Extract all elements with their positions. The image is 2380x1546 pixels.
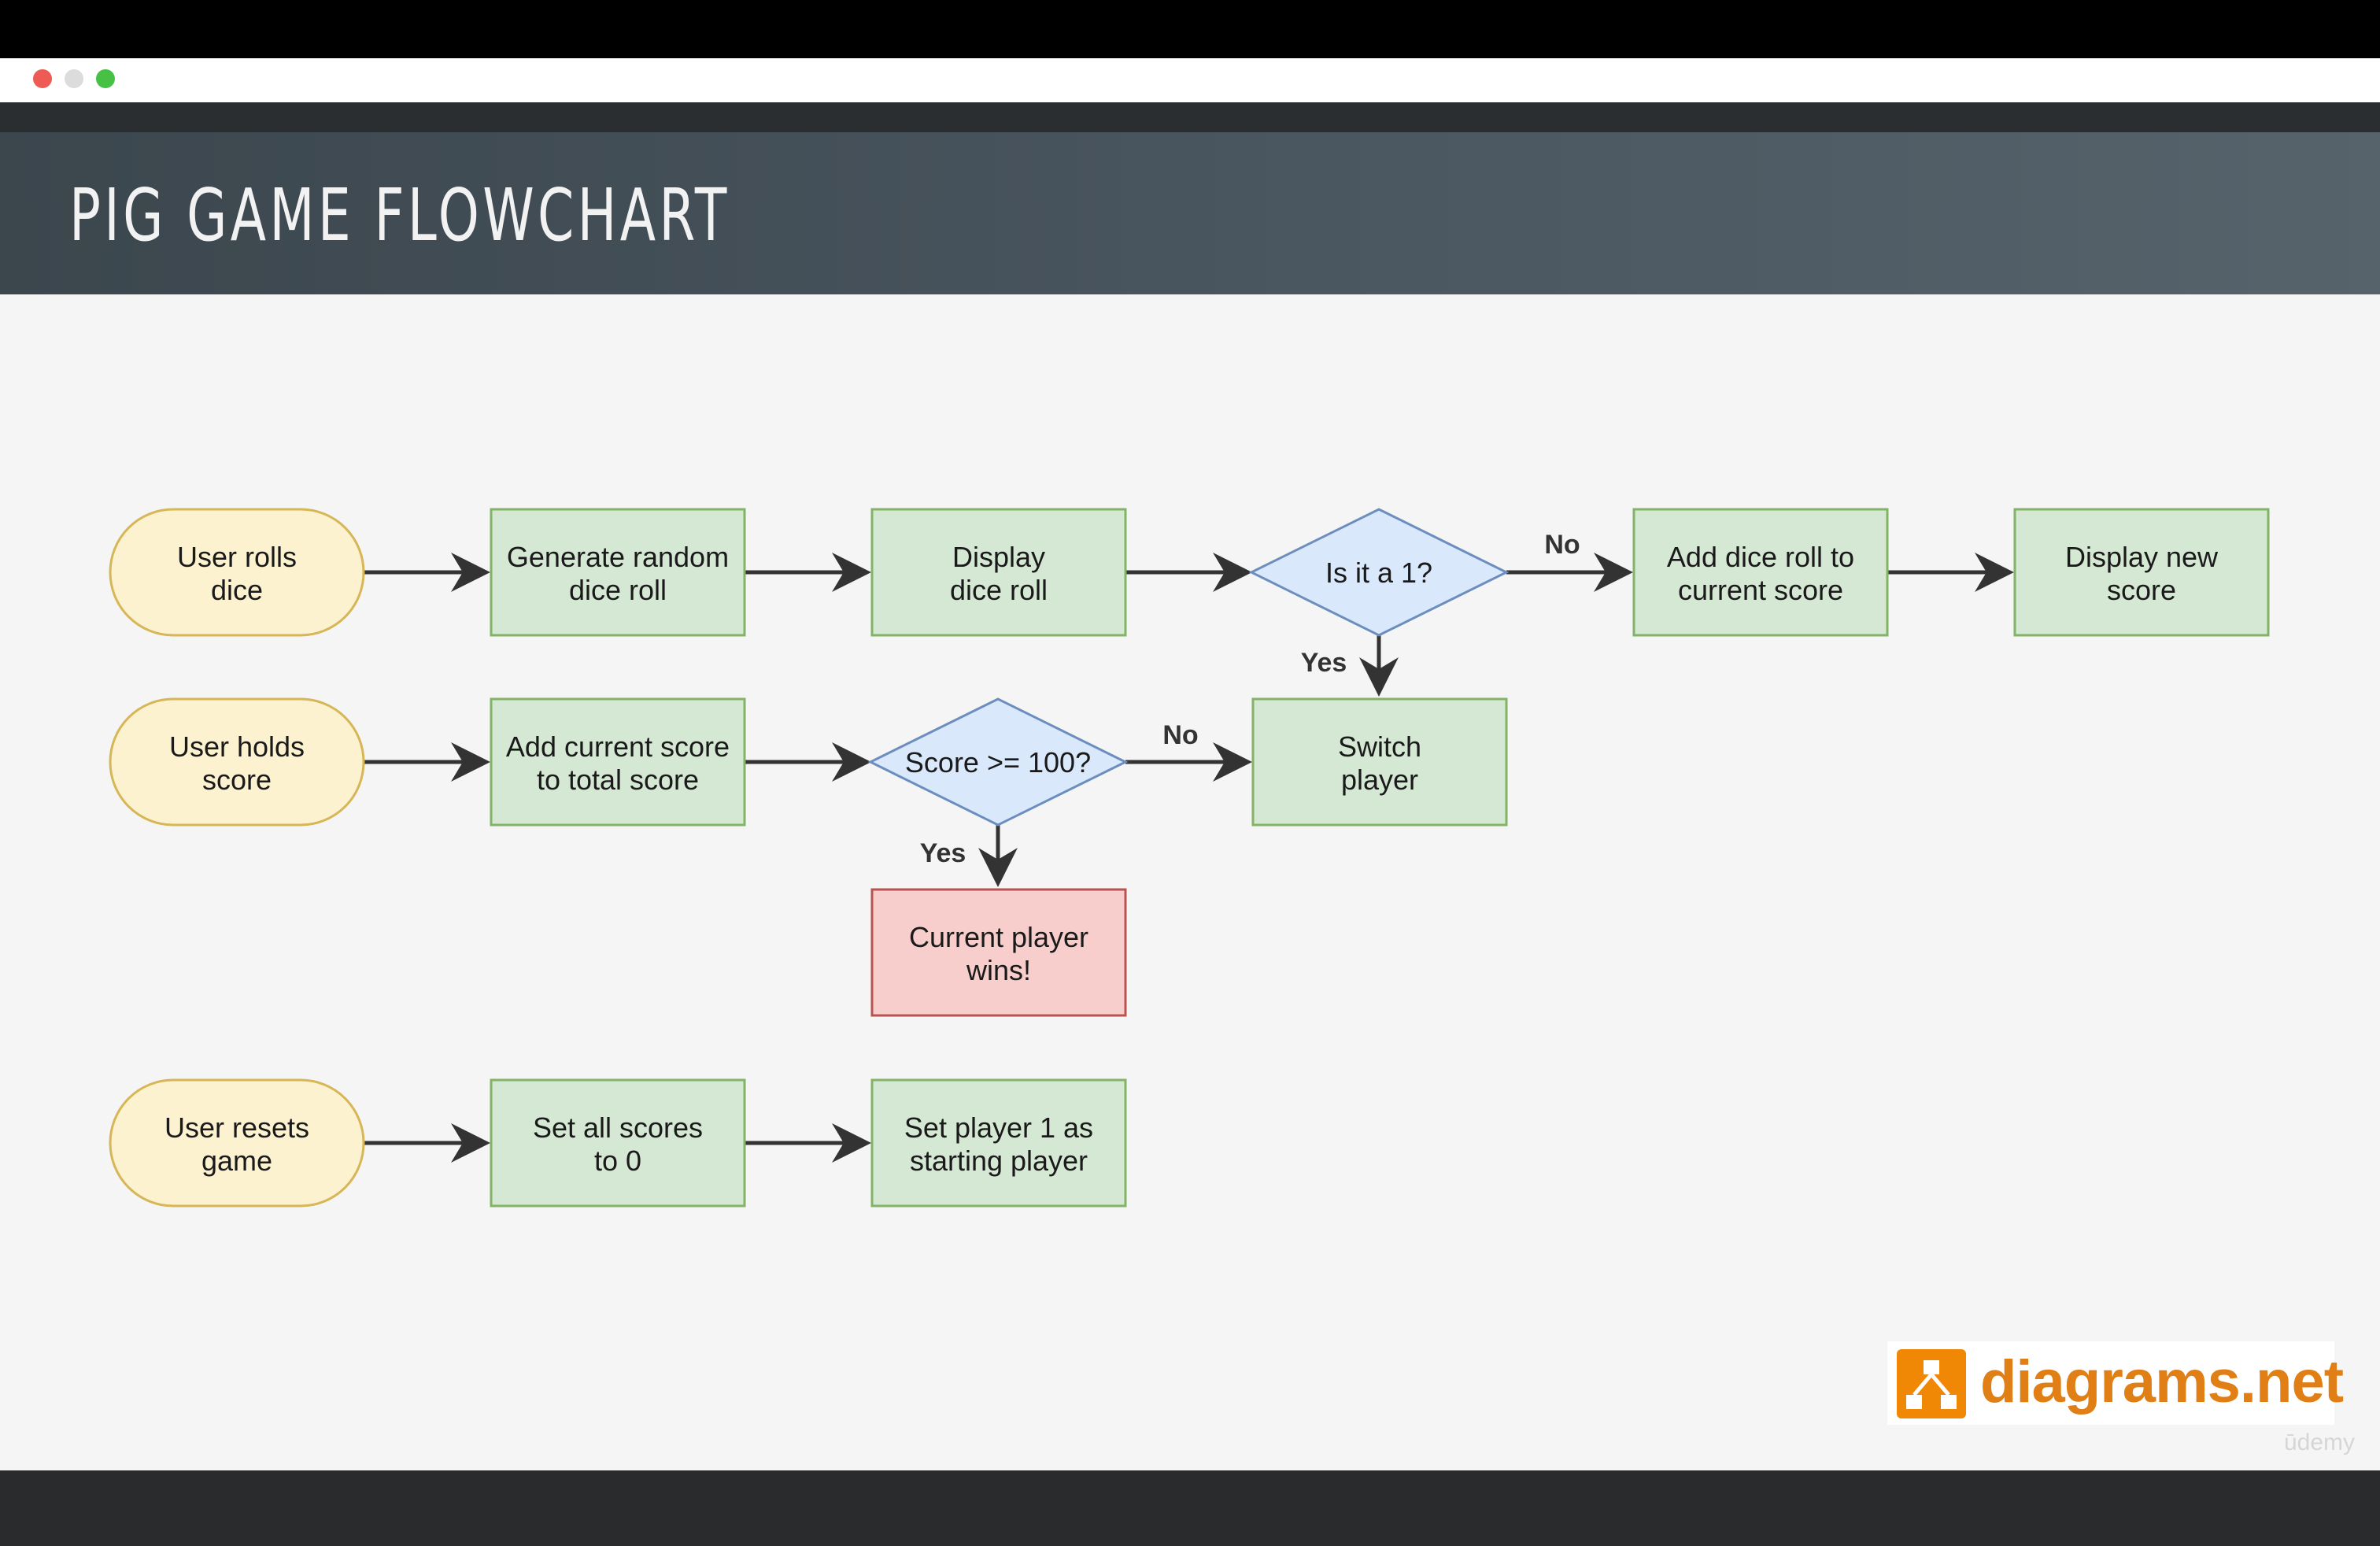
slide-body — [0, 294, 2380, 1470]
node-label-line: dice roll — [569, 574, 667, 606]
node-label-line: User holds — [169, 730, 305, 763]
node-label-line: User resets — [164, 1111, 309, 1144]
slide-header: Pig Game Flowchart — [0, 132, 2380, 294]
edge-label-is-one-yes: Yes — [1301, 648, 1347, 678]
node-label-line: score — [2107, 574, 2176, 606]
minimize-window-button[interactable] — [65, 69, 83, 88]
node-label-line: wins! — [966, 954, 1031, 986]
logo-text: diagrams.net — [1980, 1348, 2344, 1415]
node-set-all-scores-to-0: Set all scores to 0 — [490, 1078, 746, 1208]
node-label-line: Current player — [909, 921, 1088, 953]
node-decision-is-it-a-1: Is it a 1? — [1248, 508, 1510, 637]
node-add-current-score-to-total: Add current score to total score — [490, 697, 746, 827]
udemy-watermark: ūdemy — [2284, 1429, 2356, 1455]
node-label-line: dice — [211, 574, 263, 606]
node-label-line: Display — [952, 541, 1045, 573]
window-titlebar — [0, 58, 2380, 102]
node-display-dice-roll: Display dice roll — [870, 508, 1127, 637]
node-label-line: dice roll — [950, 574, 1048, 606]
edge-label-is-one-no: No — [1544, 530, 1580, 560]
node-label-line: Display new — [2065, 541, 2219, 573]
node-label-line: Is it a 1? — [1325, 557, 1432, 589]
node-switch-player: Switch player — [1251, 697, 1508, 827]
node-generate-random-dice-roll: Generate random dice roll — [490, 508, 746, 637]
node-label-line: game — [201, 1145, 272, 1177]
node-add-dice-roll-to-current-score: Add dice roll to current score — [1632, 508, 1889, 637]
diagrams-net-logo: diagrams.net — [1887, 1341, 2344, 1425]
flowchart-edges — [364, 553, 2014, 1163]
node-label-line: to total score — [537, 764, 699, 796]
node-label-line: Set player 1 as — [904, 1111, 1093, 1144]
node-current-player-wins: Current player wins! — [870, 888, 1127, 1017]
close-window-button[interactable] — [33, 69, 52, 88]
node-label-line: score — [202, 764, 272, 796]
node-label-line: Add current score — [506, 730, 730, 763]
bottom-bar — [0, 1470, 2380, 1546]
node-label-line: to 0 — [594, 1145, 641, 1177]
node-decision-score-100: Score >= 100? — [867, 697, 1129, 827]
node-user-resets-game: User resets game — [109, 1078, 365, 1208]
slide-top-strip — [0, 102, 2380, 132]
slide-title: Pig Game Flowchart — [69, 173, 730, 257]
node-label-line: Set all scores — [533, 1111, 703, 1144]
top-black-bar — [0, 0, 2380, 58]
node-label-line: current score — [1678, 574, 1843, 606]
node-label-line: Add dice roll to — [1667, 541, 1854, 573]
node-user-holds-score: User holds score — [109, 697, 365, 827]
node-label-line: User rolls — [177, 541, 297, 573]
node-set-player-1-starting: Set player 1 as starting player — [870, 1078, 1127, 1208]
node-display-new-score: Display new score — [2013, 508, 2270, 637]
node-label-line: Score >= 100? — [905, 746, 1091, 779]
maximize-window-button[interactable] — [96, 69, 115, 88]
node-user-rolls-dice: User rolls dice — [109, 508, 365, 637]
diagrams-net-icon — [1897, 1349, 1966, 1418]
node-label-line: Generate random — [507, 541, 729, 573]
edge-label-score-no: No — [1162, 720, 1198, 750]
node-label-line: starting player — [910, 1145, 1088, 1177]
node-label-line: Switch — [1338, 730, 1421, 763]
edge-label-score-yes: Yes — [920, 838, 966, 868]
node-label-line: player — [1341, 764, 1418, 796]
